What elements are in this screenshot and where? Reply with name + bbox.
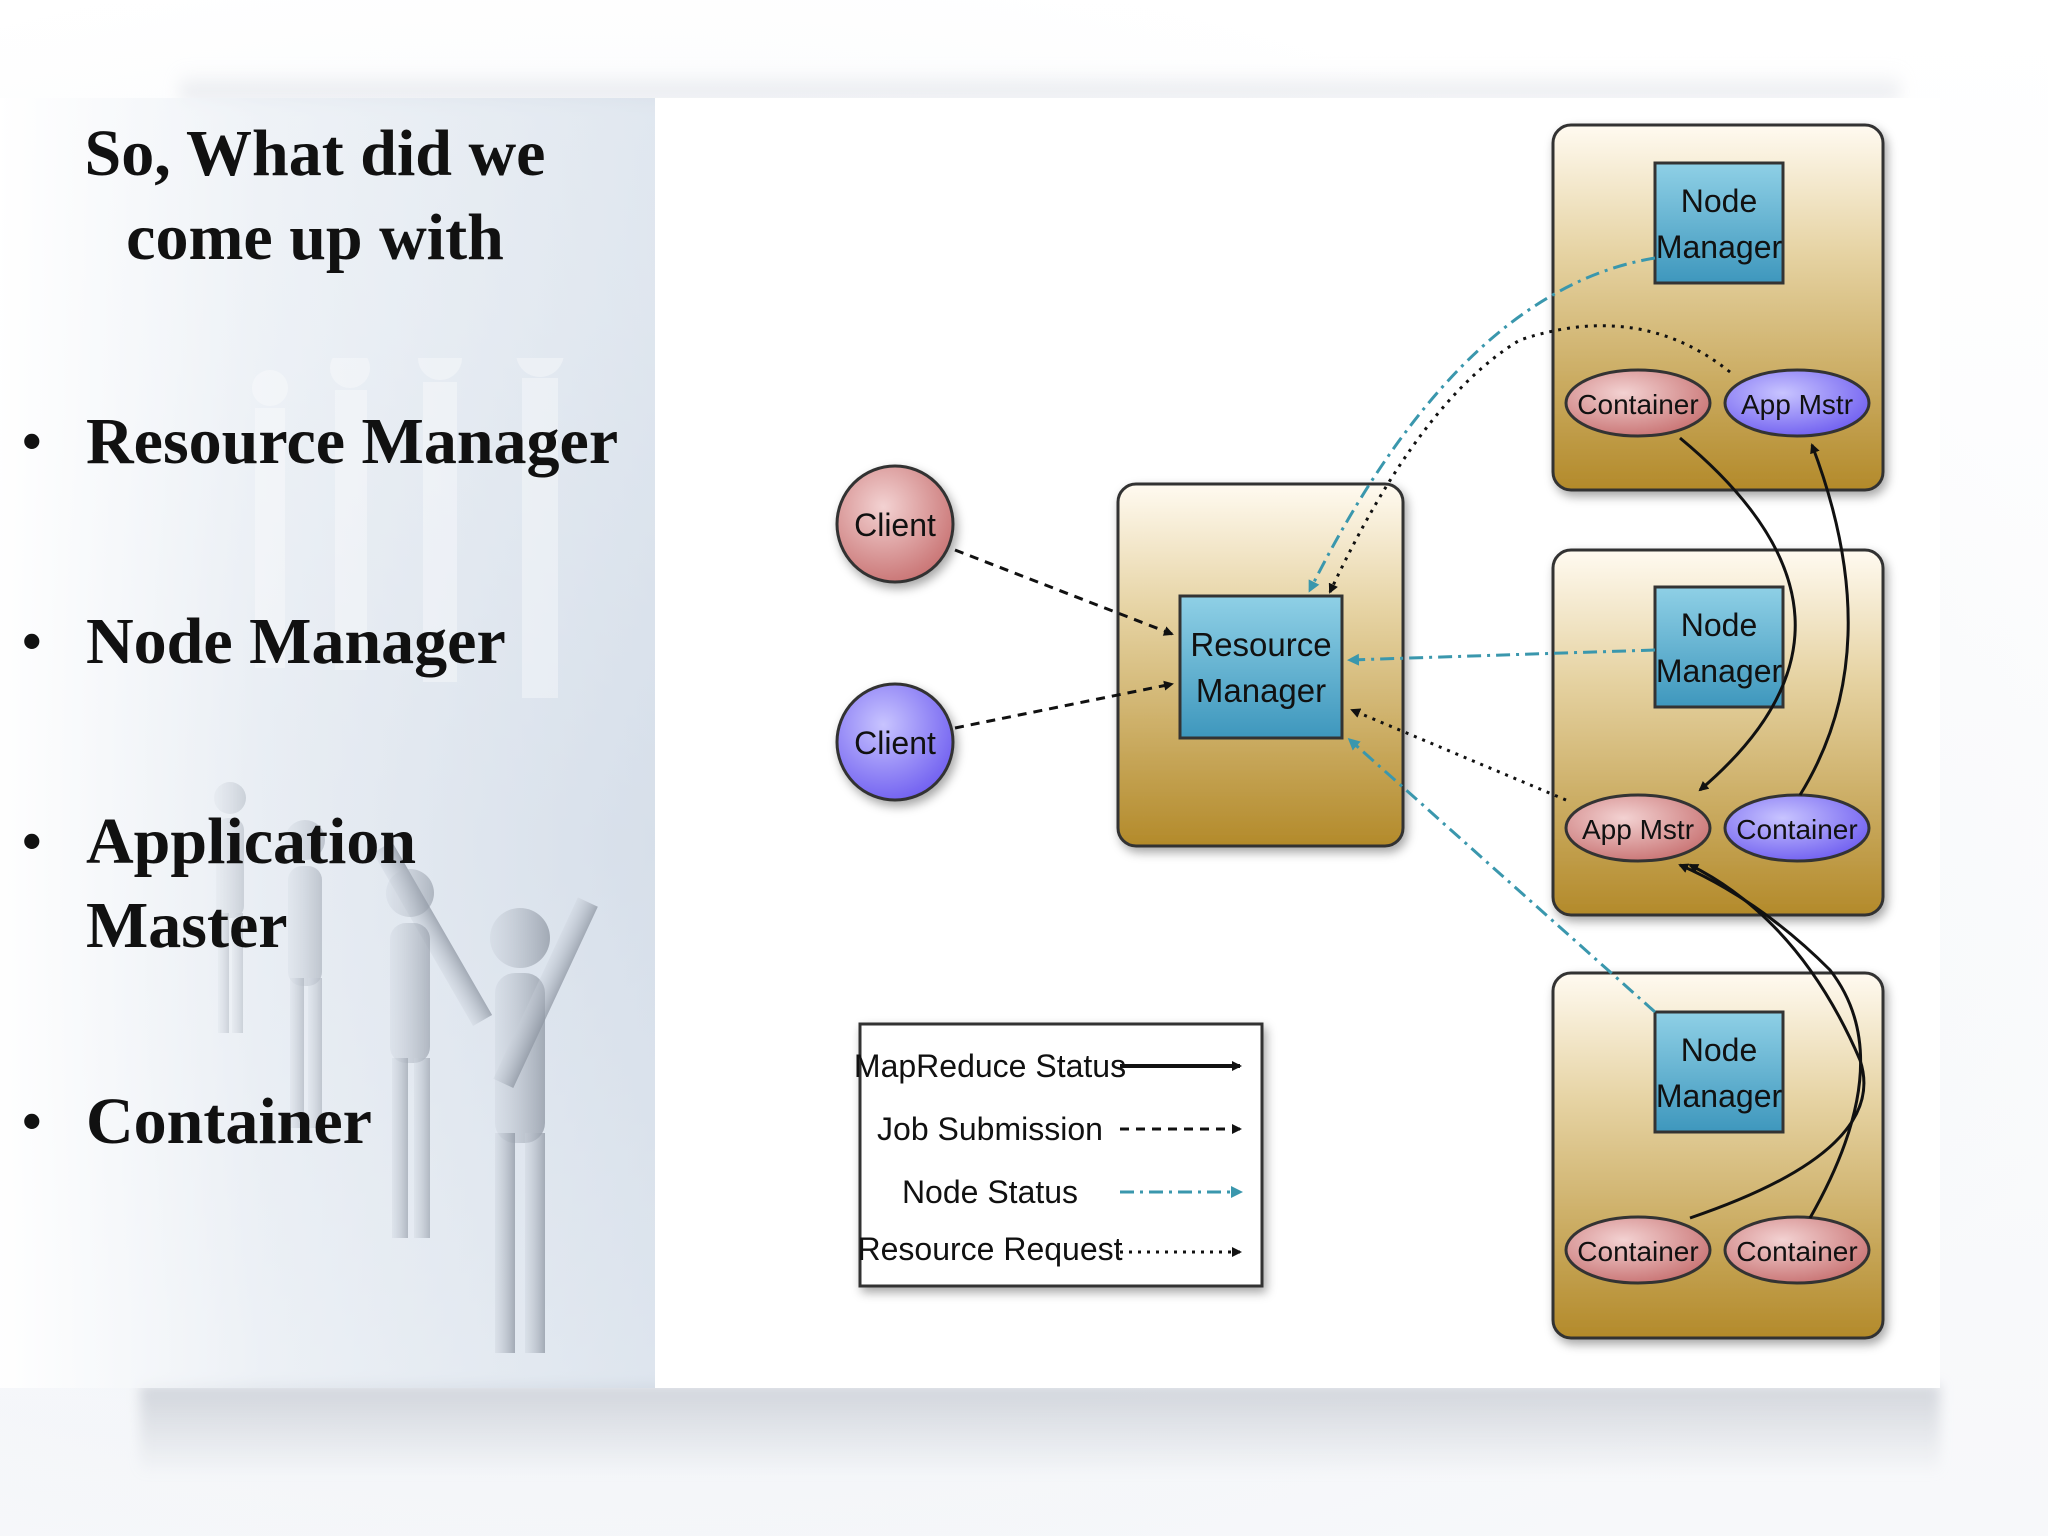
node3-container-1-label: Container bbox=[1577, 1236, 1698, 1267]
bullet-text: Node Manager bbox=[86, 605, 506, 678]
node-manager-label: Node bbox=[1681, 607, 1758, 643]
yarn-architecture-diagram: Resource Manager Node Manager Node Manag… bbox=[655, 98, 1940, 1388]
bottom-shadow bbox=[140, 1385, 1940, 1475]
mapreduce-status-arrow-4 bbox=[1678, 863, 1863, 1219]
bullet-text-line-1: Application bbox=[86, 805, 417, 878]
bullet-dot: • bbox=[22, 611, 42, 673]
bullet-dot: • bbox=[22, 811, 42, 873]
node1-app-master-label: App Mstr bbox=[1741, 389, 1853, 420]
left-decorative-panel bbox=[0, 98, 655, 1388]
bullet-text-line-2: Master bbox=[86, 889, 288, 962]
legend-node-status-label: Node Status bbox=[902, 1174, 1078, 1210]
node3-container-2-label: Container bbox=[1736, 1236, 1857, 1267]
node1-container-label: Container bbox=[1577, 389, 1698, 420]
node-manager-2: Node Manager bbox=[1653, 585, 1785, 709]
client-1 bbox=[835, 464, 955, 584]
legend-mapreduce-status-label: MapReduce Status bbox=[854, 1048, 1126, 1084]
mapreduce-status-arrow-2 bbox=[1798, 443, 1850, 796]
node3-container-1 bbox=[1564, 1215, 1712, 1285]
resource-manager-label-1: Resource bbox=[1190, 626, 1331, 663]
resource-manager bbox=[1178, 594, 1344, 740]
client-2 bbox=[835, 682, 955, 802]
job-submission-arrow-2 bbox=[954, 680, 1174, 730]
node-manager-label: Manager bbox=[1656, 229, 1783, 265]
people-silhouette-image bbox=[214, 358, 598, 1353]
diagram-svg: Resource Manager Node Manager Node Manag… bbox=[835, 123, 1885, 1340]
node-status-arrow-2 bbox=[1347, 648, 1656, 666]
node-manager-3: Node Manager bbox=[1653, 1010, 1785, 1134]
node-manager-label: Manager bbox=[1656, 653, 1783, 689]
top-shadow bbox=[180, 70, 1900, 100]
job-submission-arrow-1 bbox=[954, 548, 1174, 636]
node3-container-2 bbox=[1723, 1215, 1871, 1285]
legend: MapReduce Status Job Submission Node Sta… bbox=[854, 1022, 1264, 1288]
slide-title: So, What did we come up with bbox=[30, 112, 600, 280]
client-2-label: Client bbox=[854, 725, 936, 761]
bullet-dot: • bbox=[22, 411, 42, 473]
node-manager-label: Node bbox=[1681, 1032, 1758, 1068]
node-manager-label: Node bbox=[1681, 183, 1758, 219]
node1-container bbox=[1564, 368, 1712, 438]
node1-app-master bbox=[1723, 368, 1871, 438]
node2-container bbox=[1723, 793, 1871, 863]
bullet-text: Container bbox=[86, 1085, 372, 1158]
node-status-arrow-1 bbox=[1308, 256, 1656, 593]
resource-request-arrow-2 bbox=[1350, 708, 1567, 802]
title-line-1: So, What did we bbox=[84, 117, 546, 190]
resource-manager-label-2: Manager bbox=[1196, 672, 1326, 709]
mapreduce-status-arrow-1 bbox=[1679, 436, 1797, 792]
legend-resource-request-label: Resource Request bbox=[857, 1231, 1122, 1267]
node-status-arrow-3 bbox=[1347, 738, 1656, 1014]
bullet-text: Application Master bbox=[86, 800, 666, 968]
node2-app-master bbox=[1564, 793, 1712, 863]
node-manager-label: Manager bbox=[1656, 1078, 1783, 1114]
node-manager-1: Node Manager bbox=[1653, 161, 1785, 285]
node2-container-label: Container bbox=[1736, 814, 1857, 845]
title-line-2: come up with bbox=[126, 201, 504, 274]
bullet-dot: • bbox=[22, 1091, 42, 1153]
bullet-text: Resource Manager bbox=[86, 405, 619, 478]
node2-app-master-label: App Mstr bbox=[1582, 814, 1694, 845]
client-1-label: Client bbox=[854, 507, 936, 543]
legend-job-submission-label: Job Submission bbox=[877, 1111, 1103, 1147]
